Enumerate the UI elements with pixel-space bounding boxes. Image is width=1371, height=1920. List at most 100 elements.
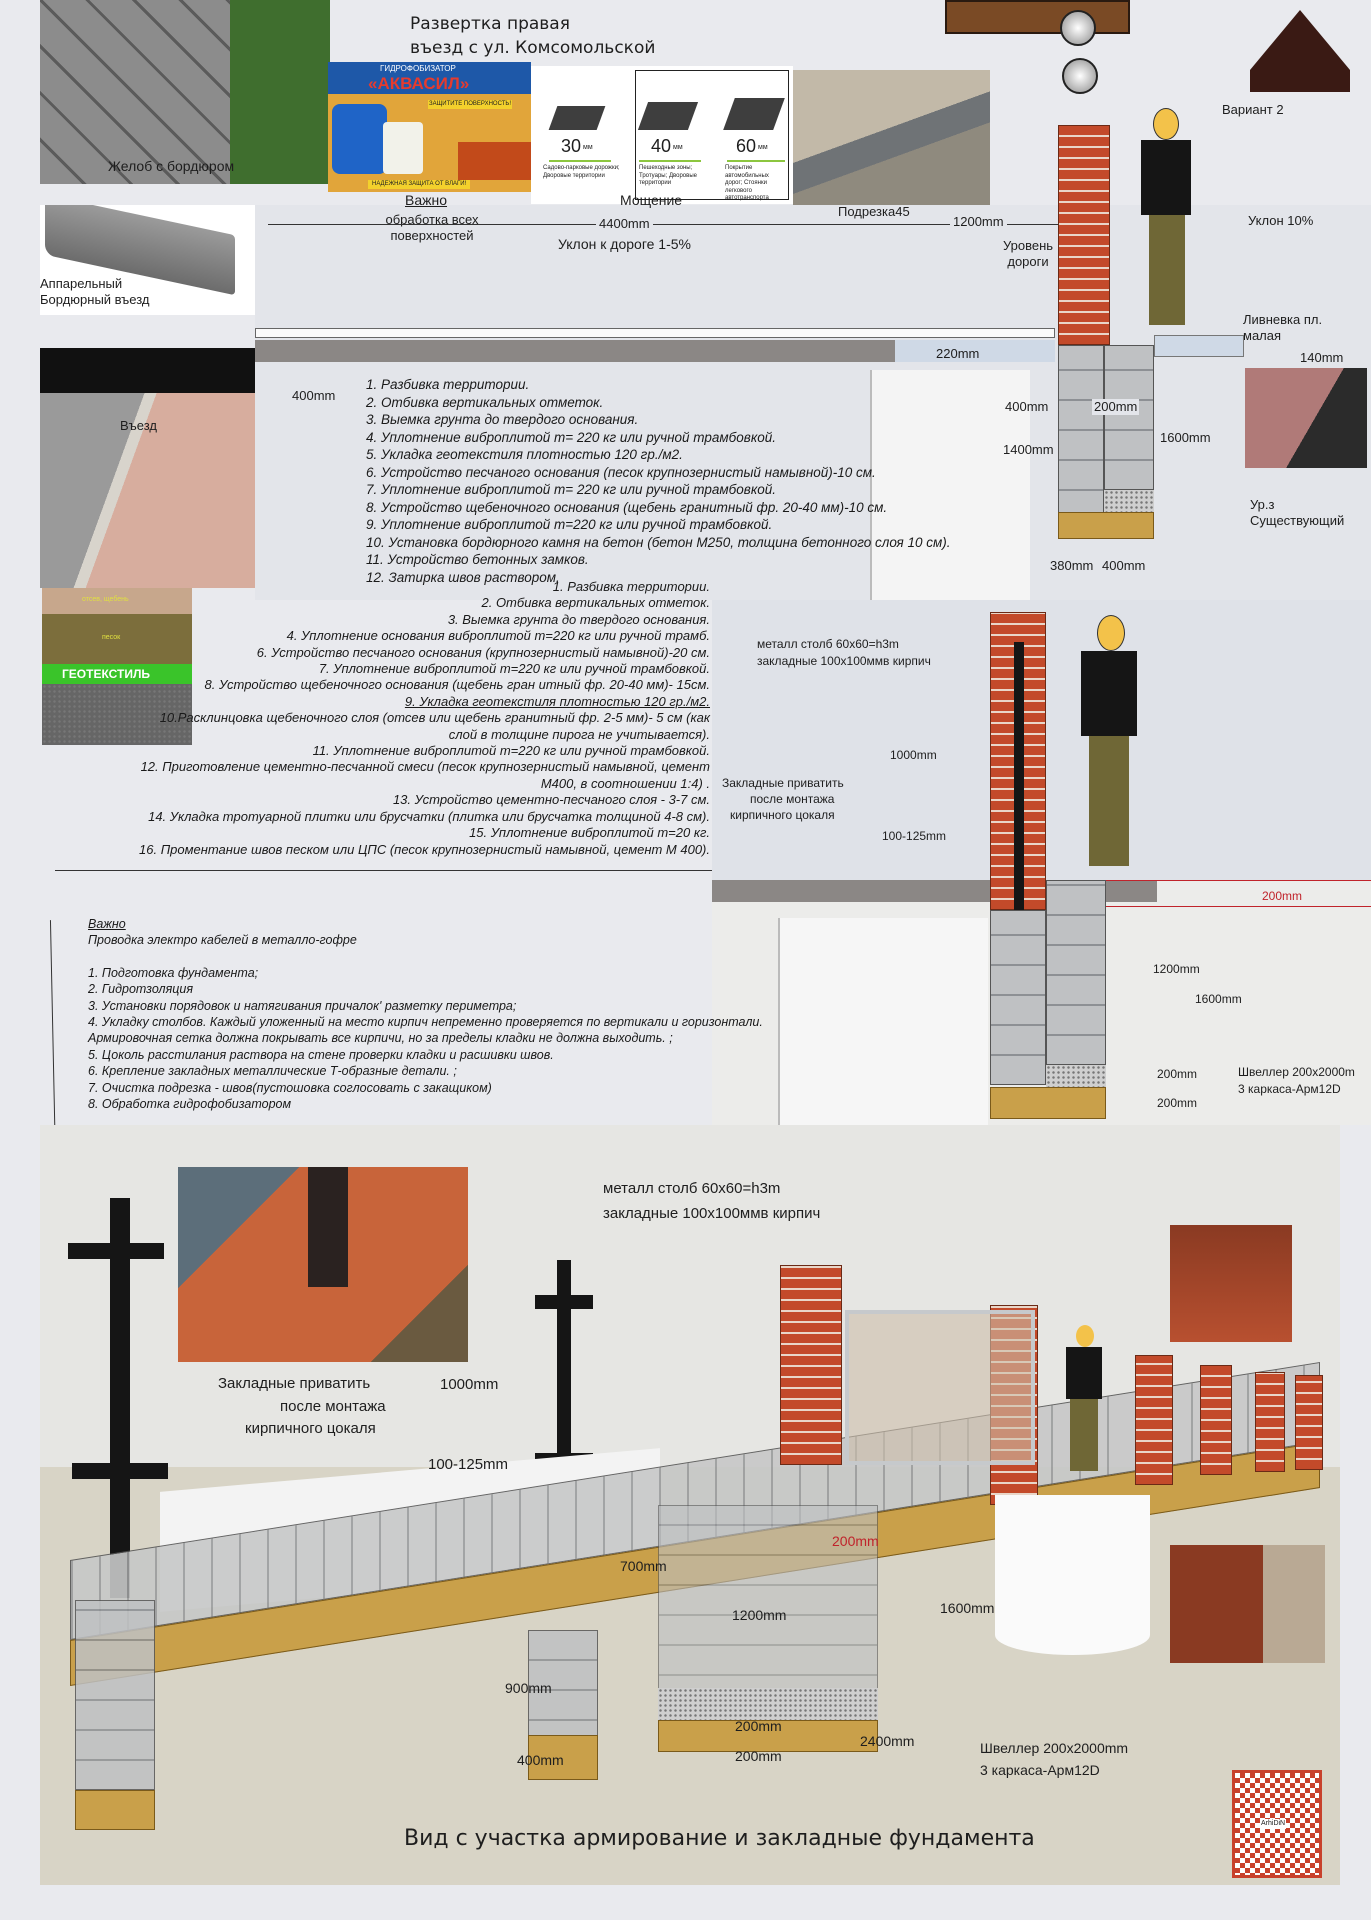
dim-100-125-a: 100-125mm [882,829,947,843]
list-item: 14. Укладка тротуарной плитки или брусча… [148,808,710,824]
entry-label: Въезд [120,418,158,433]
list-item: 9. Укладка геотекстиля плотностью 120 гр… [404,693,710,709]
dim-400-c: 400mm [1102,558,1146,573]
sand-label: песок [102,634,121,641]
list-item: 2. Отбивка вертикальных отметок. [481,595,710,611]
dim-4400: 4400mm [596,216,653,232]
brick-cap-photo [1170,1225,1292,1342]
dim-140: 140mm [1300,350,1344,365]
list-item: 15. Уплотнение виброплитой m=20 кг. [469,825,710,841]
dim-100-125-b: 100-125mm [428,1456,509,1473]
list-item: 11. Устройство бетонных замков. [366,552,589,567]
dim-400-a: 400mm [292,388,336,403]
list-item: 7. Уплотнение виброплитой m= 220 кг или … [366,482,776,497]
geotextile-label: ГЕОТЕКСТИЛЬ [62,667,151,681]
dim-200-3d-a: 200mm [735,1718,782,1734]
list-item: 16. Проментание швов песком или ЦПС (пес… [139,841,710,857]
list-item: 3. Выемка грунта до твердого основания. [366,412,639,427]
foundation-block [1104,345,1154,490]
weld-label-3: кирпичного цокаля [730,808,835,822]
weld-label-3d-1: Закладные приватить [218,1375,371,1392]
road-level-label: Уровень дороги [1002,238,1054,269]
gate-gravel [658,1688,878,1720]
paver-30: 30 [561,136,582,156]
paver-photo [40,0,230,184]
drain-photo [1245,368,1367,468]
ad-bottom: НАДЕЖНАЯ ЗАЩИТА ОТ ВЛАГИ! [368,180,471,190]
channel-label-1: Швеллер 200х2000mm [980,1740,1129,1756]
list-item: 7. Уплотнение виброплитой m=220 кг или р… [318,661,710,677]
list-item: слой в толщине пирога не учитывается). [448,726,710,742]
brick-pillar [1295,1375,1323,1470]
list-item: 1. Разбивка территории. [552,579,710,594]
qr-code[interactable]: ArhiDiN [1232,1770,1322,1878]
drain-pipe-photo [1170,1545,1325,1663]
channel-label-2: 3 каркаса-Арм12D [980,1762,1100,1778]
list-item: 1. Разбивка территории. [366,377,530,392]
dim-400-b: 400mm [1005,399,1049,414]
dim-2400: 2400mm [860,1733,915,1749]
paver-30-unit: мм [583,144,593,151]
list-item: 8. Устройство щебеночного основания (щеб… [366,499,888,515]
dim-1200-mid: 1200mm [1153,962,1200,976]
brick-post-photo [178,1167,468,1362]
title-line2: въезд с ул. Комсомольской [410,38,656,58]
weld-label-2: после монтажа [750,792,835,806]
list-item: 13. Устройство цементно-песчаного слоя -… [392,792,710,808]
embeds-label-3d: закладные 100х100ммв кирпич [603,1205,821,1222]
list-1: 1. Разбивка территории. 2. Отбивка верти… [366,376,951,586]
entry-photo [40,348,255,588]
trim-label: Подрезка45 [838,204,910,219]
channel-label-mid-1: Швеллер 200х2000m [1238,1065,1355,1079]
treat-label: обработка всех поверхностей [385,212,479,243]
paver-30-use: Садово-парковые дорожки; Дворовые террит… [543,165,620,179]
section-1-background [255,205,1371,600]
brick-pillar [1135,1355,1173,1485]
curb-label-1: Аппарельный Бордюрный въезд [40,276,150,307]
canister-icon [332,104,387,174]
post-label-3d: металл столб 60х60=h3m [603,1180,781,1197]
list-item: 4. Уплотнение основания виброплитой m=22… [286,628,710,644]
paving-label: Мощение [620,192,683,208]
dim-200-a: 200mm [1092,399,1140,415]
slope-road-label: Уклон к дороге 1-5% [558,236,691,252]
qr-logo-text: ArhiDiN [1260,1819,1287,1830]
lamp-globe-icon [1060,10,1096,46]
paver-block-icon [548,106,606,130]
foundation-block [1046,880,1106,1065]
dim-900: 900mm [505,1680,552,1696]
dim-200-c: 200mm [1157,1096,1198,1110]
sliding-gate [845,1310,1035,1465]
foundation-block [1058,345,1104,520]
list-item: 2. Отбивка вертикальных отметок. [366,394,604,410]
list-item: М400, в соотношении 1:4) . [540,775,710,791]
paving-layer [255,328,1055,338]
person-figure [1060,1325,1108,1475]
lamp-canopy [945,0,1130,34]
dim-1400: 1400mm [1003,442,1054,457]
ad-slogan: ЗАЩИТИТЕ ПОВЕРХНОСТЬ! [428,100,512,110]
list-item: 5. Цоколь расстилания раствора на стене … [88,1047,554,1062]
dim-1600-b: 1600mm [1195,992,1242,1006]
pier-sand [75,1790,155,1830]
person-figure [1135,108,1195,333]
list-item: 7. Очистка подрезка - швов(пустошовка со… [88,1080,492,1095]
list-item: 8. Обработка гидрофобизатором [88,1097,292,1112]
list-item: 6. Устройство песчаного основания (крупн… [256,644,710,660]
variant-label: Вариант 2 [1222,102,1284,117]
dim-1200-3d: 1200mm [732,1607,787,1623]
dim-1000-b: 1000mm [440,1376,499,1393]
dim-200-3d-b: 200mm [735,1748,782,1764]
grass-photo [230,0,330,184]
dim-200-red: 200mm [1262,889,1303,903]
metal-post [110,1198,130,1598]
pier [75,1600,155,1790]
paver-40-unit: мм [673,144,683,151]
gate-sand [658,1720,878,1752]
ad-brand-top: ГИДРОФОБИЗАТОР [380,64,456,73]
paver-60-unit: мм [758,144,768,151]
list-item: 12. Затирка швов раствором. [366,569,560,585]
dim-200-b: 200mm [1157,1067,1198,1081]
paving-border-photo [793,70,990,205]
weld-label-3d-2: после монтажа [280,1398,386,1415]
